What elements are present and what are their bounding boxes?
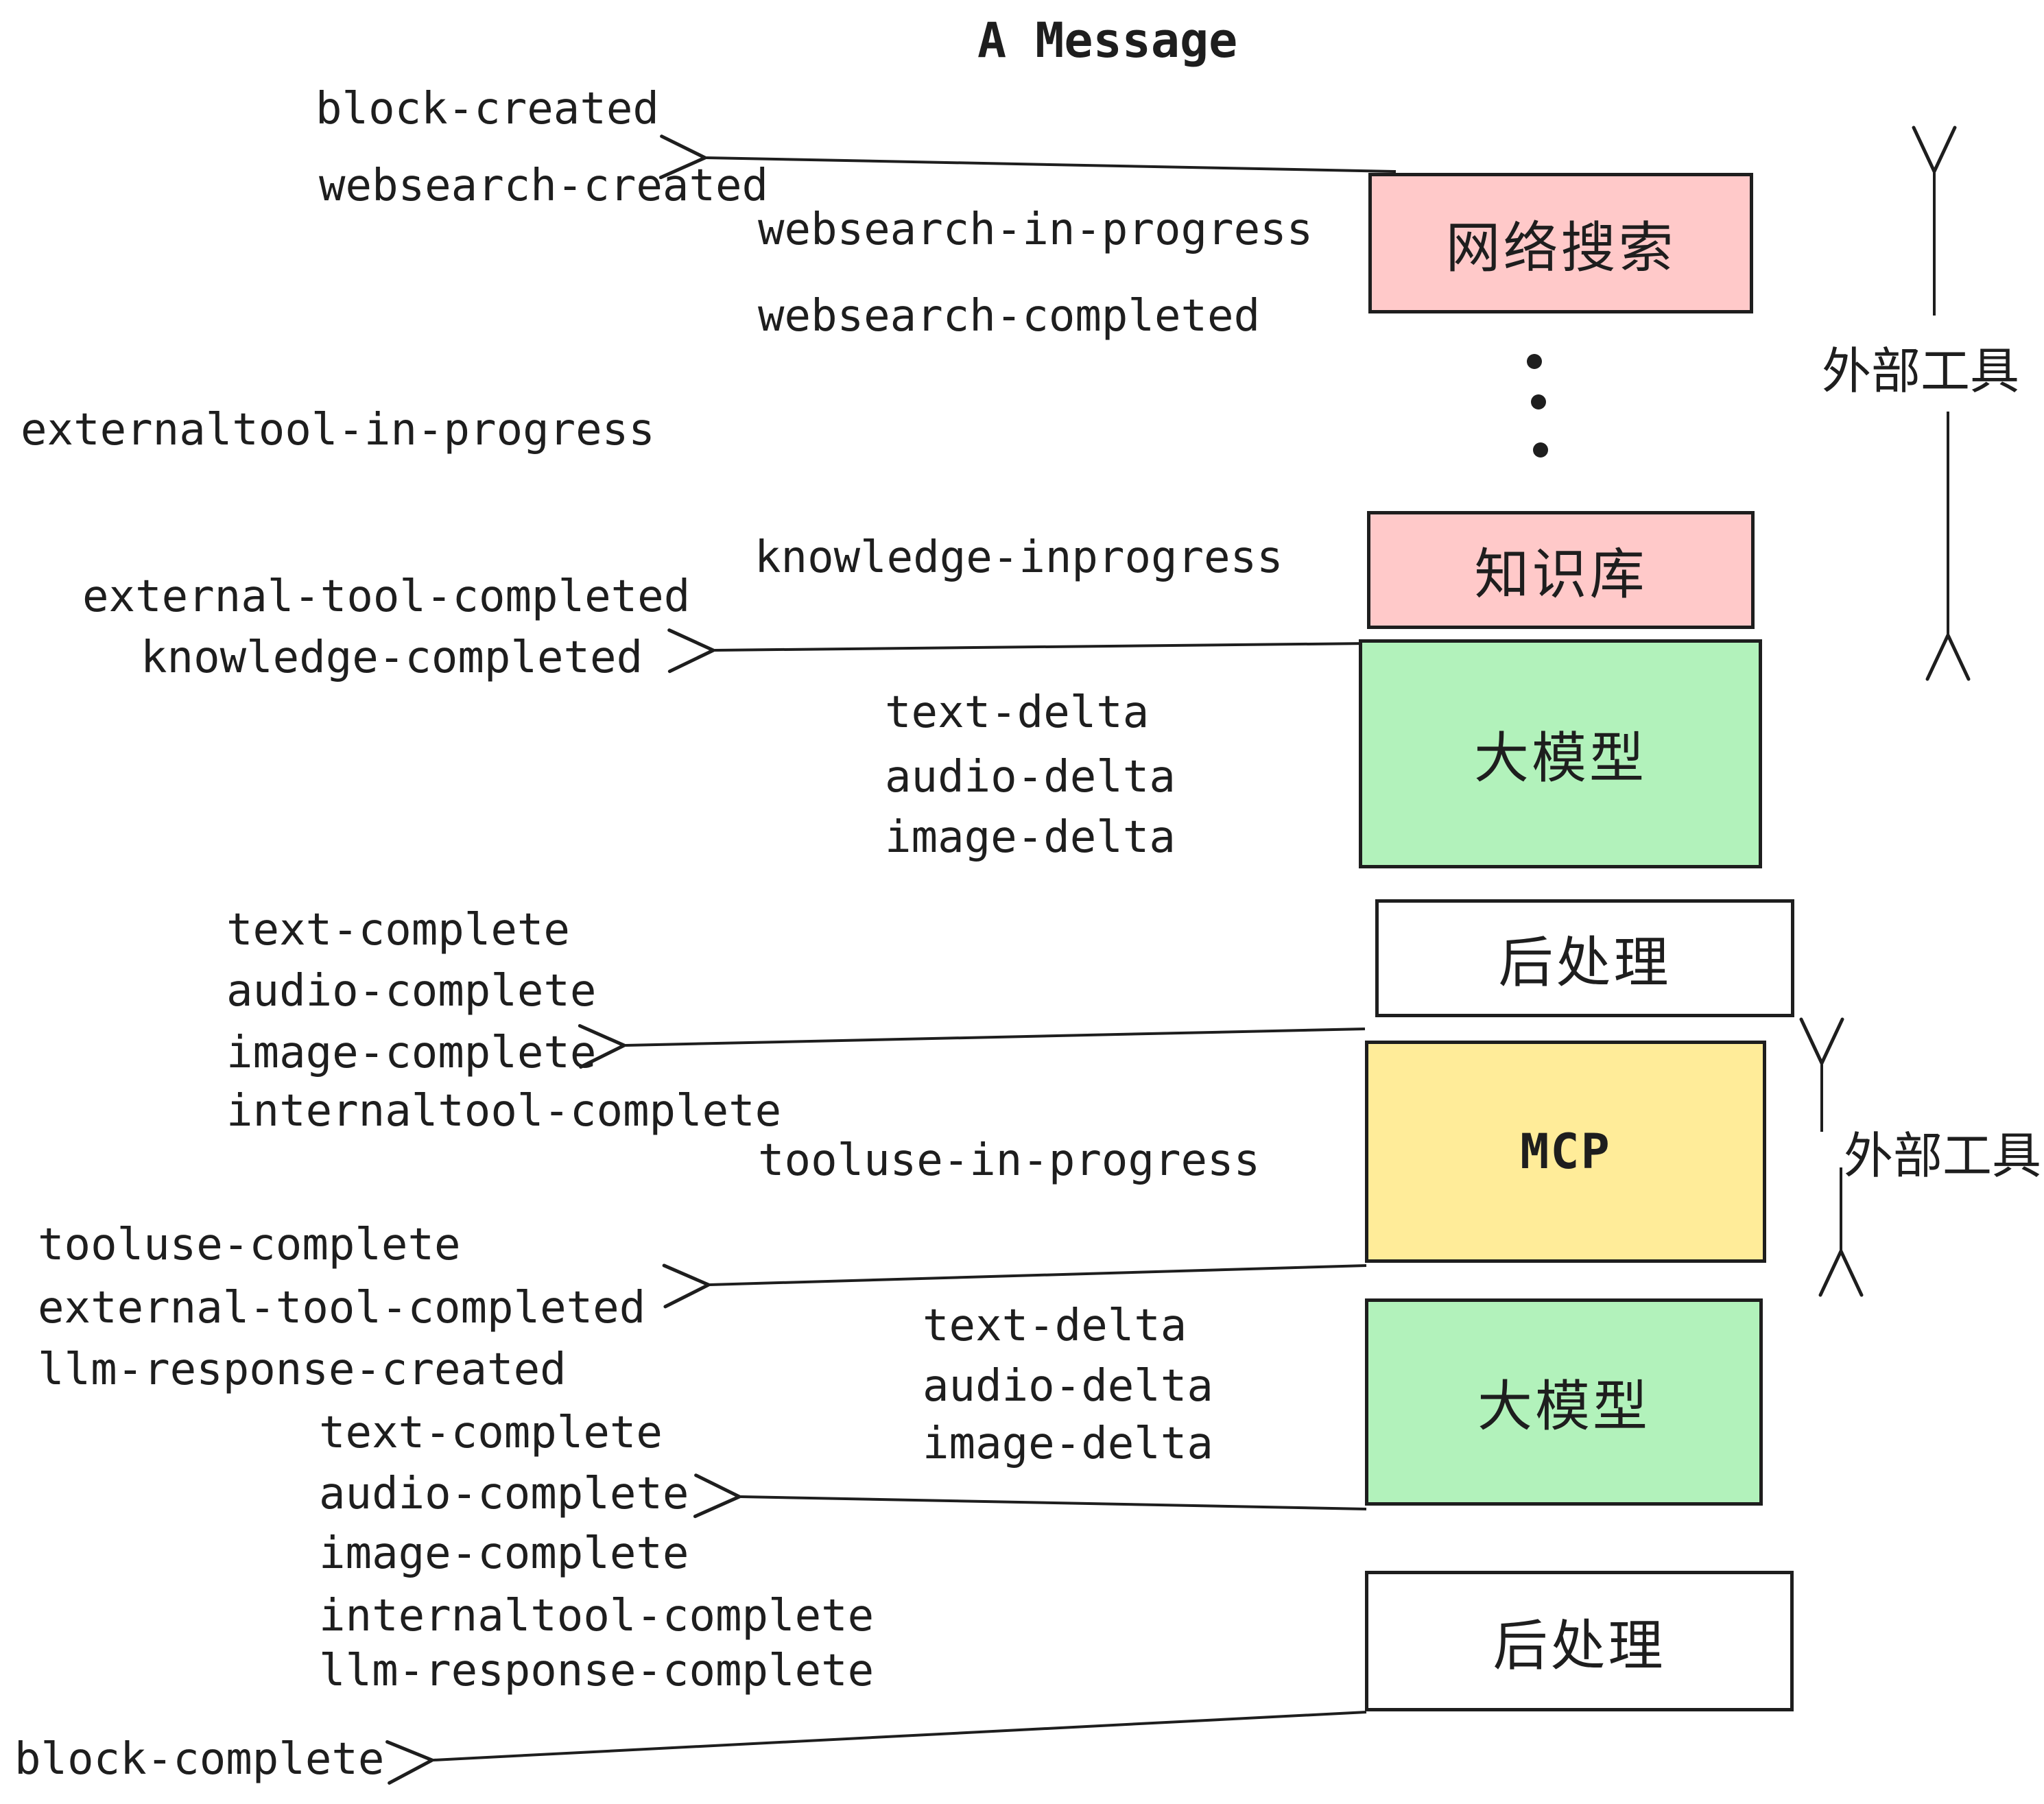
event-llm-response-complete: llm-response-complete bbox=[319, 1646, 875, 1696]
event-websearch-completed: websearch-completed bbox=[758, 291, 1261, 342]
diagram-title: A Message bbox=[977, 12, 1238, 69]
event-external-tool-completed-2: external-tool-completed bbox=[38, 1283, 646, 1333]
event-audio-delta-1: audio-delta bbox=[885, 752, 1176, 803]
ellipsis-dot bbox=[1531, 394, 1546, 410]
event-image-delta-2: image-delta bbox=[923, 1419, 1213, 1469]
box-knowledge-base: 知识库 bbox=[1367, 511, 1755, 629]
box-web-search: 网络搜索 bbox=[1368, 173, 1753, 313]
arrow-image-complete bbox=[578, 1023, 1366, 1069]
event-tooluse-complete: tooluse-complete bbox=[38, 1220, 461, 1270]
arrow-knowledge-completed bbox=[667, 628, 1369, 674]
event-websearch-in-progress: websearch-in-progress bbox=[758, 204, 1314, 255]
event-audio-delta-2: audio-delta bbox=[923, 1361, 1213, 1412]
event-internaltool-complete-1: internaltool-complete bbox=[226, 1086, 782, 1137]
event-text-complete-2: text-complete bbox=[319, 1408, 663, 1458]
event-text-delta-2: text-delta bbox=[923, 1301, 1187, 1351]
event-block-complete: block-complete bbox=[14, 1734, 385, 1785]
event-internaltool-complete-2: internaltool-complete bbox=[319, 1591, 875, 1641]
box-web-search-label: 网络搜索 bbox=[1445, 215, 1676, 280]
external-tools-label-mid: 外部工具 bbox=[1844, 1127, 2042, 1185]
box-mcp: MCP bbox=[1365, 1041, 1766, 1263]
box-post-process-1-label: 后处理 bbox=[1498, 931, 1672, 995]
event-text-complete-1: text-complete bbox=[226, 905, 570, 956]
box-llm-2: 大模型 bbox=[1365, 1298, 1763, 1506]
arrow-audio-complete bbox=[693, 1473, 1367, 1519]
arrow-tooluse-complete bbox=[662, 1263, 1367, 1309]
box-mcp-label: MCP bbox=[1520, 1124, 1611, 1180]
event-image-delta-1: image-delta bbox=[885, 812, 1176, 863]
external-tools-label-top: 外部工具 bbox=[1822, 342, 2020, 400]
event-knowledge-inprogress: knowledge-inprogress bbox=[754, 532, 1283, 583]
event-text-delta-1: text-delta bbox=[885, 687, 1150, 738]
ellipsis-dot bbox=[1533, 442, 1548, 458]
event-websearch-created: websearch-created bbox=[319, 161, 769, 211]
event-audio-complete-2: audio-complete bbox=[319, 1469, 689, 1519]
event-image-complete-2: image-complete bbox=[319, 1528, 689, 1579]
ellipsis-dot bbox=[1527, 354, 1542, 369]
event-external-tool-completed-1: external-tool-completed bbox=[82, 571, 691, 622]
event-image-complete-1: image-complete bbox=[226, 1028, 597, 1078]
event-llm-response-created: llm-response-created bbox=[38, 1344, 567, 1395]
event-audio-complete-1: audio-complete bbox=[226, 966, 597, 1017]
box-llm-2-label: 大模型 bbox=[1477, 1375, 1650, 1438]
box-knowledge-base-label: 知识库 bbox=[1474, 543, 1648, 606]
event-externaltool-in-progress: externaltool-in-progress bbox=[21, 405, 655, 455]
box-llm-1-label: 大模型 bbox=[1474, 726, 1647, 790]
box-post-process-1: 后处理 bbox=[1375, 899, 1794, 1017]
arrow-block-created bbox=[658, 134, 1397, 180]
arrow-block-complete bbox=[385, 1711, 1367, 1785]
box-post-process-2-label: 后处理 bbox=[1493, 1613, 1666, 1678]
event-block-created: block-created bbox=[316, 84, 659, 134]
box-llm-1: 大模型 bbox=[1359, 639, 1762, 868]
event-tooluse-in-progress: tooluse-in-progress bbox=[758, 1135, 1261, 1186]
event-knowledge-completed: knowledge-completed bbox=[141, 632, 643, 683]
box-post-process-2: 后处理 bbox=[1365, 1571, 1794, 1711]
